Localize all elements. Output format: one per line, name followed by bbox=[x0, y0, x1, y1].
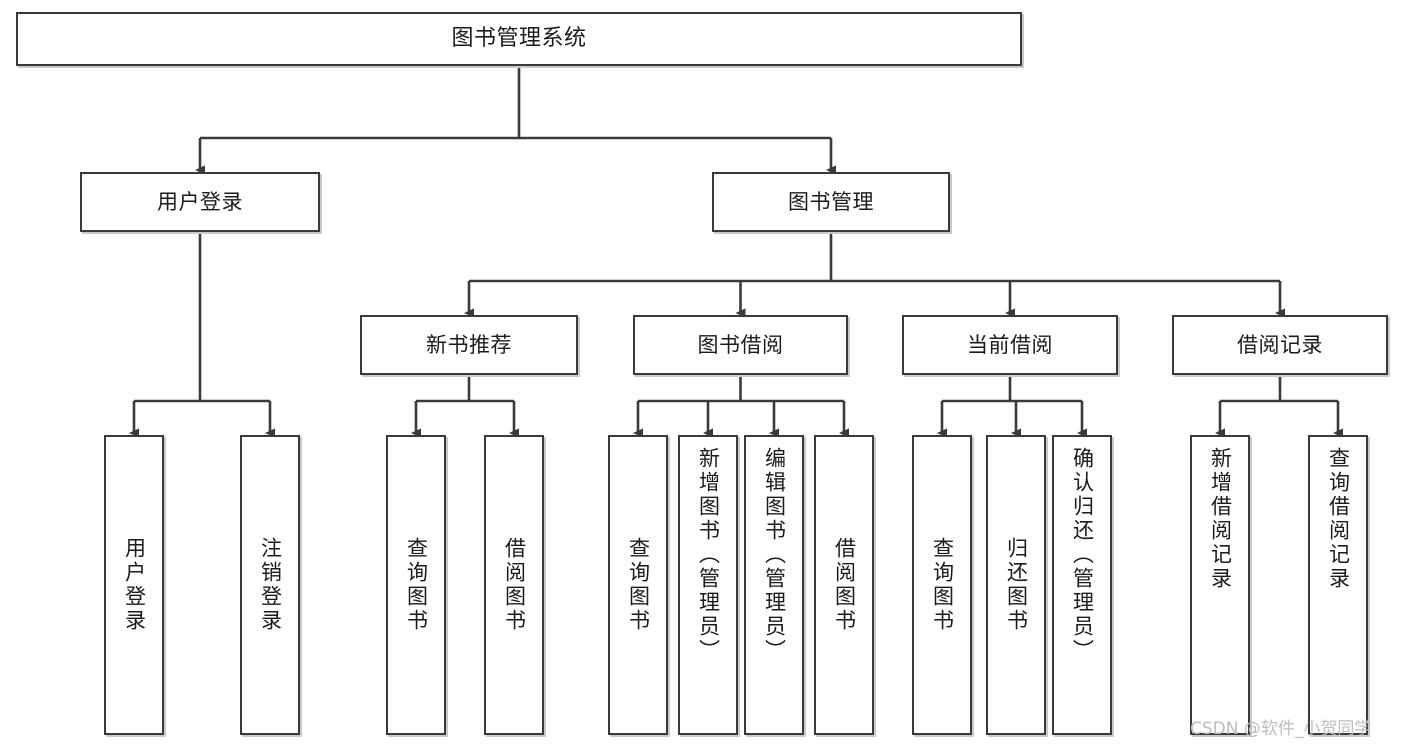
node-label: 图书管理系统 bbox=[451, 26, 587, 52]
node-label: 用户登录 bbox=[122, 537, 147, 633]
node-leaf-query-book-1[interactable]: 查询图书 bbox=[386, 435, 446, 735]
node-label: 新增图书（管理员） bbox=[696, 447, 721, 663]
node-leaf-confirm-return-admin[interactable]: 确认归还（管理员） bbox=[1052, 435, 1112, 735]
node-leaf-query-borrow-record[interactable]: 查询借阅记录 bbox=[1308, 435, 1368, 735]
node-label: 借阅记录 bbox=[1237, 332, 1323, 357]
node-leaf-borrow-book-2[interactable]: 借阅图书 bbox=[814, 435, 874, 735]
node-label: 注销登录 bbox=[258, 537, 283, 633]
node-leaf-add-book-admin[interactable]: 新增图书（管理员） bbox=[678, 435, 738, 735]
node-book-borrow[interactable]: 图书借阅 bbox=[633, 315, 848, 375]
node-label: 新增借阅记录 bbox=[1208, 447, 1233, 591]
node-new-book-recommend[interactable]: 新书推荐 bbox=[360, 315, 578, 375]
node-leaf-add-borrow-record[interactable]: 新增借阅记录 bbox=[1190, 435, 1250, 735]
csdn-watermark: CSDN @软件_小贺同学 bbox=[1190, 719, 1372, 739]
node-label: 图书管理 bbox=[788, 189, 874, 214]
node-label: 查询图书 bbox=[404, 537, 429, 633]
node-label: 借阅图书 bbox=[502, 537, 527, 633]
node-label: 查询借阅记录 bbox=[1326, 447, 1351, 591]
node-label: 借阅图书 bbox=[832, 537, 857, 633]
node-leaf-edit-book-admin[interactable]: 编辑图书（管理员） bbox=[744, 435, 804, 735]
node-user-login[interactable]: 用户登录 bbox=[80, 172, 320, 232]
node-label: 图书借阅 bbox=[697, 332, 784, 357]
node-book-manage[interactable]: 图书管理 bbox=[712, 172, 950, 232]
node-label: 当前借阅 bbox=[967, 332, 1053, 357]
node-leaf-borrow-book-1[interactable]: 借阅图书 bbox=[484, 435, 544, 735]
node-leaf-user-login[interactable]: 用户登录 bbox=[104, 435, 164, 735]
node-leaf-return-book[interactable]: 归还图书 bbox=[986, 435, 1046, 735]
node-label: 用户登录 bbox=[157, 189, 243, 214]
node-borrow-record[interactable]: 借阅记录 bbox=[1172, 315, 1388, 375]
node-label: 编辑图书（管理员） bbox=[762, 447, 787, 663]
node-label: 新书推荐 bbox=[426, 332, 512, 357]
node-root[interactable]: 图书管理系统 bbox=[16, 12, 1022, 66]
node-label: 查询图书 bbox=[930, 537, 955, 633]
node-label: 归还图书 bbox=[1004, 537, 1029, 633]
node-leaf-query-book-3[interactable]: 查询图书 bbox=[912, 435, 972, 735]
node-label: 确认归还（管理员） bbox=[1070, 447, 1095, 663]
node-current-borrow[interactable]: 当前借阅 bbox=[902, 315, 1118, 375]
node-leaf-query-book-2[interactable]: 查询图书 bbox=[608, 435, 668, 735]
node-label: 查询图书 bbox=[626, 537, 651, 633]
node-leaf-logout[interactable]: 注销登录 bbox=[240, 435, 300, 735]
